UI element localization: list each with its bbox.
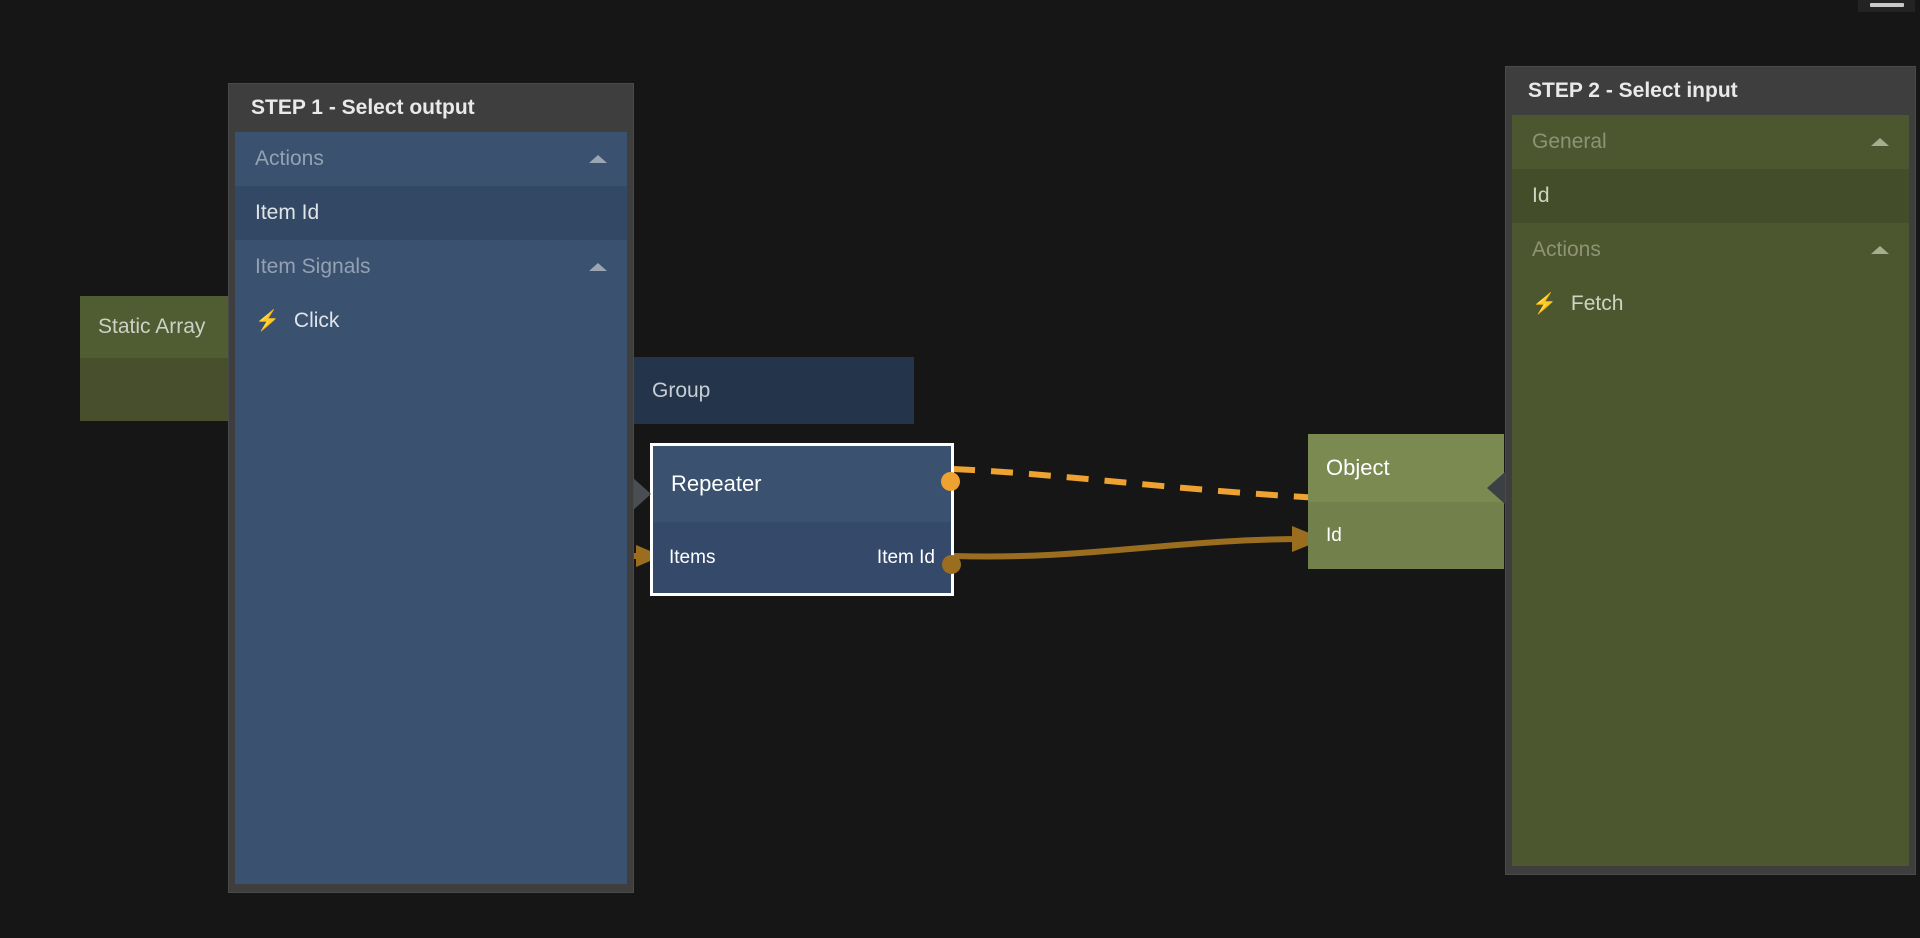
node-title: Repeater <box>653 446 951 522</box>
step1-item-click[interactable]: ⚡ Click <box>235 294 627 348</box>
step1-select-output-panel: STEP 1 - Select output Actions Item Id I… <box>228 83 634 893</box>
step1-item-item-id-label: Item Id <box>255 201 320 224</box>
node-body: Id <box>1308 502 1504 569</box>
hamburger-menu-icon[interactable] <box>1858 0 1915 12</box>
port-out-label: Item Id <box>876 546 935 568</box>
step1-group-item-signals-label: Item Signals <box>255 255 371 278</box>
node-port-row: Id <box>1308 502 1504 569</box>
step1-group-actions[interactable]: Actions <box>235 132 627 186</box>
port-in-label: Items <box>669 546 716 568</box>
chevron-up-icon[interactable] <box>589 263 607 271</box>
step1-title: STEP 1 - Select output <box>229 84 633 132</box>
step2-list-empty-area <box>1512 331 1909 866</box>
step2-item-fetch-label: Fetch <box>1570 292 1624 315</box>
chevron-up-icon[interactable] <box>589 155 607 163</box>
node-title: Object <box>1308 434 1504 502</box>
node-port-row: Items Item Id <box>653 522 951 593</box>
bolt-icon: ⚡ <box>255 310 280 332</box>
hamburger-bar <box>1869 3 1904 7</box>
step2-item-fetch[interactable]: ⚡ Fetch <box>1512 277 1909 331</box>
step2-group-general-label: General <box>1532 130 1607 153</box>
port-signal-output[interactable] <box>941 472 960 491</box>
node-group[interactable]: Group <box>634 357 914 424</box>
port-in-label: Id <box>1326 524 1342 546</box>
step1-group-item-signals[interactable]: Item Signals <box>235 240 627 294</box>
port-data-output-item-id[interactable] <box>942 555 961 574</box>
step2-title: STEP 2 - Select input <box>1506 67 1915 115</box>
chevron-up-icon[interactable] <box>1871 138 1889 146</box>
step2-group-actions-label: Actions <box>1532 238 1601 261</box>
step2-item-id-label: Id <box>1532 184 1550 207</box>
step1-list[interactable]: Actions Item Id Item Signals ⚡ Click <box>235 132 627 884</box>
step2-group-actions[interactable]: Actions <box>1512 223 1909 277</box>
step1-item-item-id[interactable]: Item Id <box>235 186 627 240</box>
step2-group-general[interactable]: General <box>1512 115 1909 169</box>
step1-group-actions-label: Actions <box>255 147 324 170</box>
step2-list[interactable]: General Id Actions ⚡ Fetch <box>1512 115 1909 866</box>
connection-data-edge[interactable] <box>951 536 1311 560</box>
node-body: Items Item Id <box>653 522 951 593</box>
node-output-notch-icon <box>1487 472 1505 504</box>
node-repeater[interactable]: Repeater Items Item Id <box>631 443 961 596</box>
step1-list-empty-area <box>235 348 627 884</box>
step2-select-input-panel: STEP 2 - Select input General Id Actions… <box>1505 66 1916 875</box>
node-object[interactable]: Object Id <box>1308 434 1505 569</box>
chevron-up-icon[interactable] <box>1871 246 1889 254</box>
step1-item-click-label: Click <box>293 309 340 332</box>
node-input-notch-icon <box>631 476 651 512</box>
step2-item-id[interactable]: Id <box>1512 169 1909 223</box>
bolt-icon: ⚡ <box>1532 293 1557 315</box>
node-title: Group <box>652 378 711 402</box>
